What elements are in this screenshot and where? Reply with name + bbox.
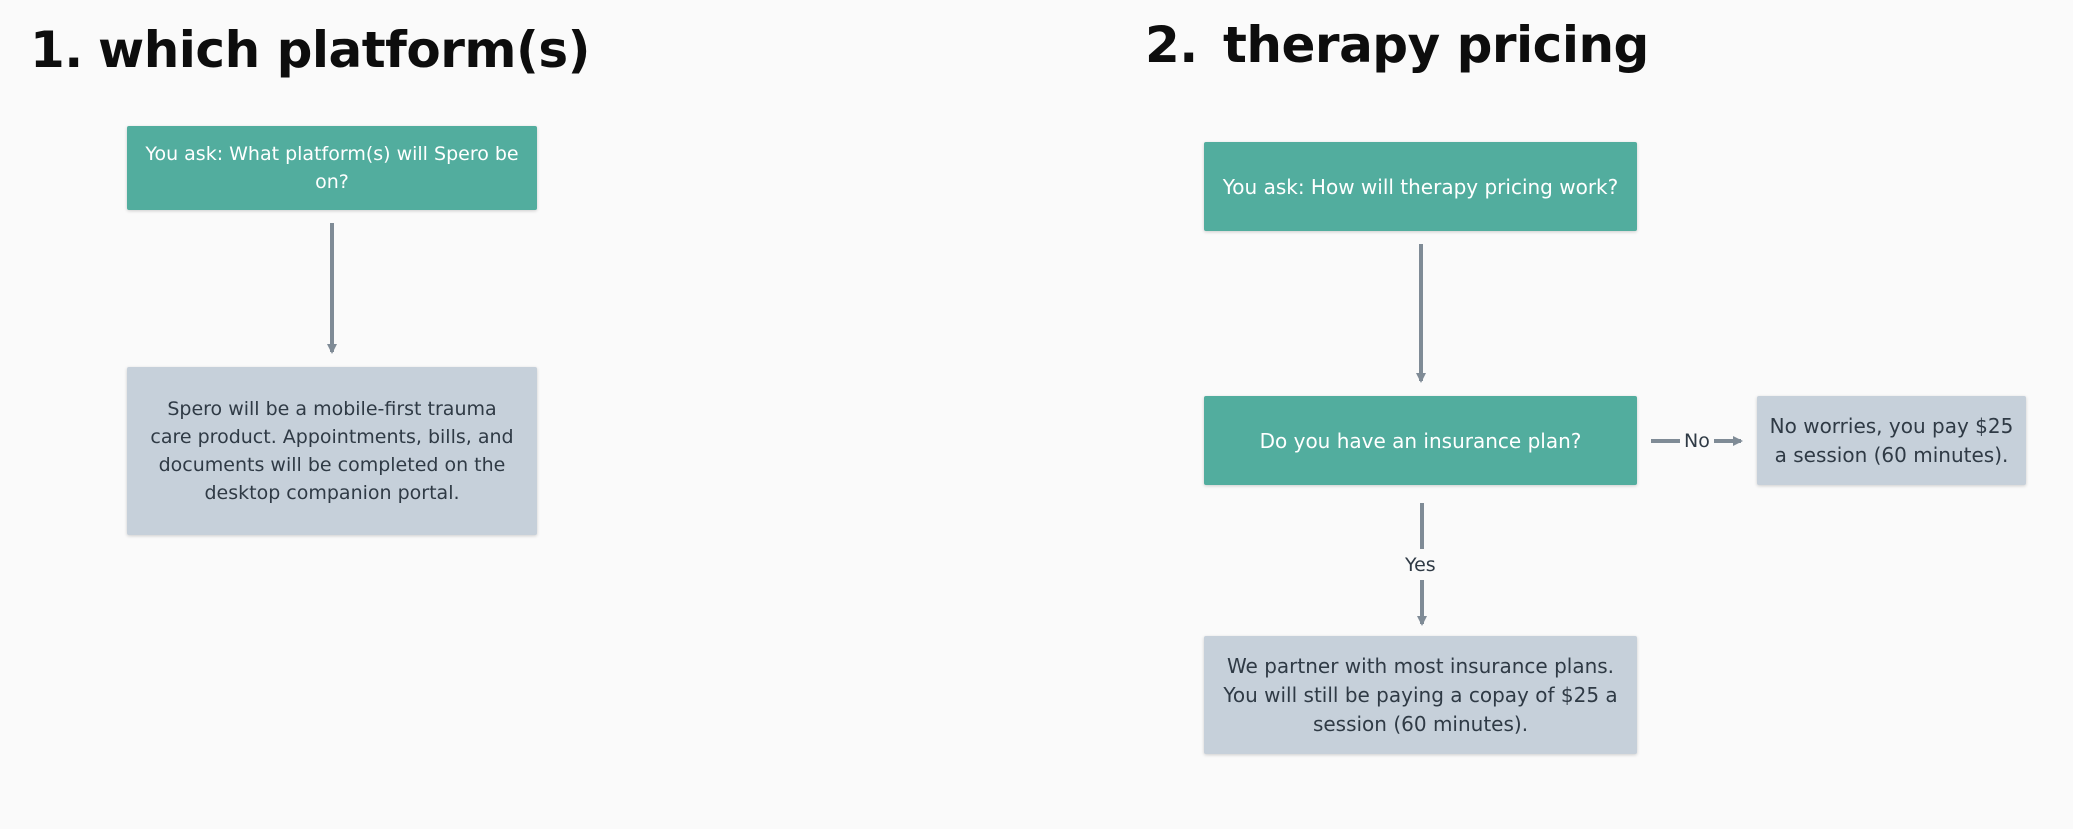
platform-question-text: You ask: What platform(s) will Spero be … bbox=[145, 143, 519, 193]
no-insurance-answer-text: No worries, you pay $25 a session (60 mi… bbox=[1769, 413, 2014, 467]
with-insurance-answer-text: We partner with most insurance plans. Yo… bbox=[1223, 653, 1618, 736]
section-2-title: therapy pricing bbox=[1223, 16, 1649, 74]
insurance-decision-text: Do you have an insurance plan? bbox=[1259, 428, 1582, 453]
pricing-question-box: You ask: How will therapy pricing work? bbox=[1204, 142, 1637, 231]
section-2-number: 2. bbox=[1145, 16, 1198, 74]
section-1-heading: 1.which platform(s) bbox=[30, 25, 590, 75]
insurance-decision-box: Do you have an insurance plan? bbox=[1204, 396, 1637, 485]
section-2-heading: 2.therapy pricing bbox=[1145, 20, 1649, 70]
pricing-question-text: You ask: How will therapy pricing work? bbox=[1222, 174, 1619, 199]
no-edge-label: No bbox=[1684, 430, 1710, 452]
with-insurance-answer-box: We partner with most insurance plans. Yo… bbox=[1204, 636, 1637, 754]
platform-answer-box: Spero will be a mobile-first trauma care… bbox=[127, 367, 537, 535]
platform-question-box: You ask: What platform(s) will Spero be … bbox=[127, 126, 537, 210]
section-1-title: which platform(s) bbox=[98, 21, 590, 79]
section-1-number: 1. bbox=[30, 21, 83, 79]
yes-edge-label: Yes bbox=[1405, 554, 1436, 576]
no-insurance-answer-box: No worries, you pay $25 a session (60 mi… bbox=[1757, 396, 2026, 485]
platform-answer-text: Spero will be a mobile-first trauma care… bbox=[150, 398, 514, 504]
